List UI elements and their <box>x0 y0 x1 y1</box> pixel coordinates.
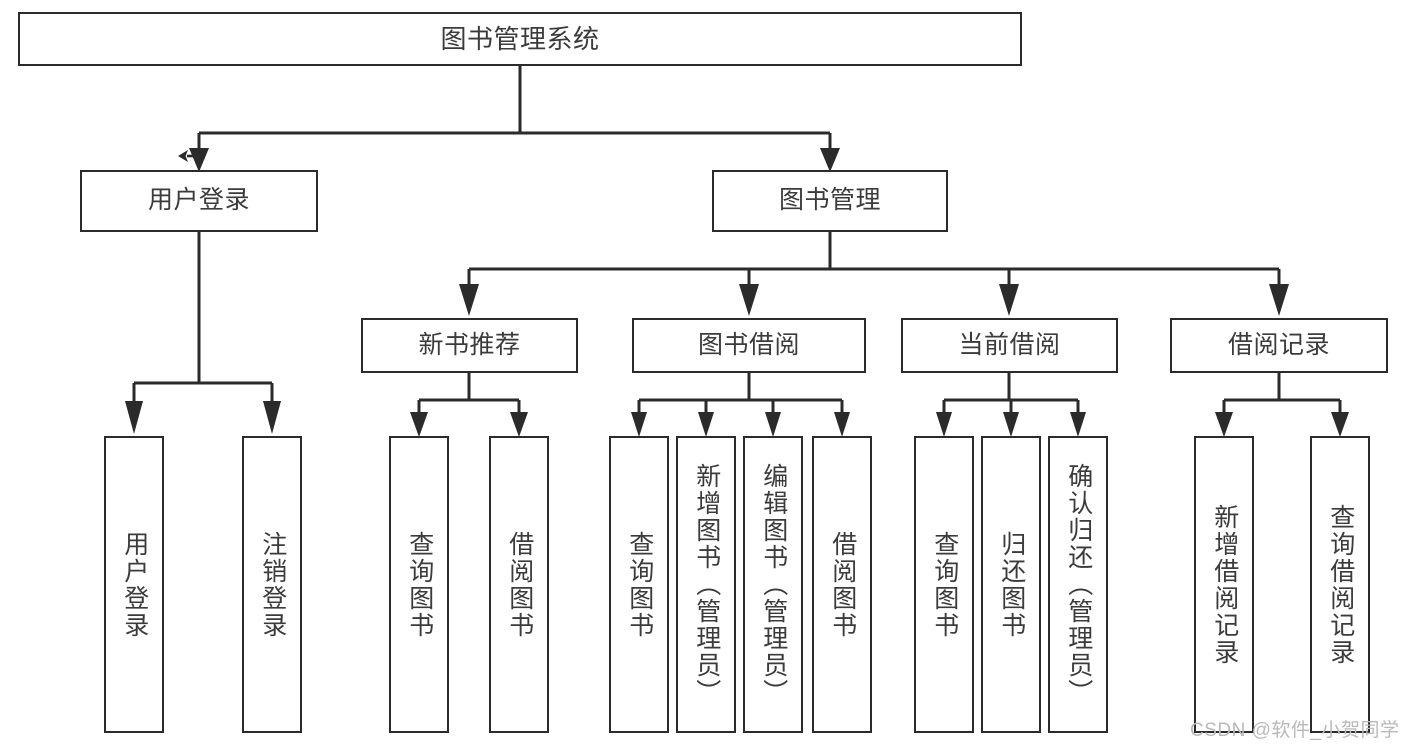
node-user-login[interactable]: 用户登录 <box>80 170 318 232</box>
node-leaf-borrow-query-book[interactable]: 查询图书 <box>609 436 669 733</box>
node-label: 借阅记录 <box>1227 330 1330 359</box>
node-current-borrow[interactable]: 当前借阅 <box>901 318 1118 373</box>
node-leaf-recommend-query-book[interactable]: 查询图书 <box>389 436 449 733</box>
node-label: 新增图书（管理员） <box>692 463 721 706</box>
node-book-management[interactable]: 图书管理 <box>712 170 948 232</box>
node-label: 查询图书 <box>625 530 654 639</box>
node-label: 查询图书 <box>405 530 434 639</box>
node-root-system[interactable]: 图书管理系统 <box>18 12 1022 66</box>
node-label: 查询借阅记录 <box>1326 503 1355 666</box>
node-label: 查询图书 <box>930 530 959 639</box>
node-leaf-borrow-borrow-book[interactable]: 借阅图书 <box>812 436 872 733</box>
node-label: 新增借阅记录 <box>1210 503 1239 666</box>
node-label: 注销登录 <box>258 530 287 639</box>
node-borrow-record[interactable]: 借阅记录 <box>1170 318 1388 373</box>
node-leaf-recommend-borrow-book[interactable]: 借阅图书 <box>489 436 549 733</box>
node-label: 编辑图书（管理员） <box>759 463 788 706</box>
node-leaf-user-login[interactable]: 用户登录 <box>104 436 164 733</box>
node-leaf-borrow-add-book[interactable]: 新增图书（管理员） <box>676 436 736 733</box>
node-leaf-current-return-book[interactable]: 归还图书 <box>981 436 1041 733</box>
node-leaf-current-confirm-return[interactable]: 确认归还（管理员） <box>1048 436 1108 733</box>
node-label: 新书推荐 <box>418 330 521 359</box>
node-label: 归还图书 <box>997 530 1026 639</box>
node-leaf-borrow-edit-book[interactable]: 编辑图书（管理员） <box>743 436 803 733</box>
node-book-borrow[interactable]: 图书借阅 <box>632 318 866 373</box>
node-label: 确认归还（管理员） <box>1064 463 1093 706</box>
node-label: 图书管理 <box>778 186 881 215</box>
node-label: 用户登录 <box>120 530 149 639</box>
node-label: 用户登录 <box>147 186 250 215</box>
node-label: 图书管理系统 <box>440 23 600 54</box>
node-label: 借阅图书 <box>505 530 534 639</box>
node-leaf-record-add[interactable]: 新增借阅记录 <box>1194 436 1254 733</box>
node-label: 当前借阅 <box>958 330 1061 359</box>
node-new-book-recommend[interactable]: 新书推荐 <box>361 318 578 373</box>
node-label: 借阅图书 <box>828 530 857 639</box>
node-leaf-user-logout[interactable]: 注销登录 <box>242 436 302 733</box>
node-leaf-current-query-book[interactable]: 查询图书 <box>914 436 974 733</box>
node-leaf-record-query[interactable]: 查询借阅记录 <box>1310 436 1370 733</box>
node-label: 图书借阅 <box>697 330 800 359</box>
